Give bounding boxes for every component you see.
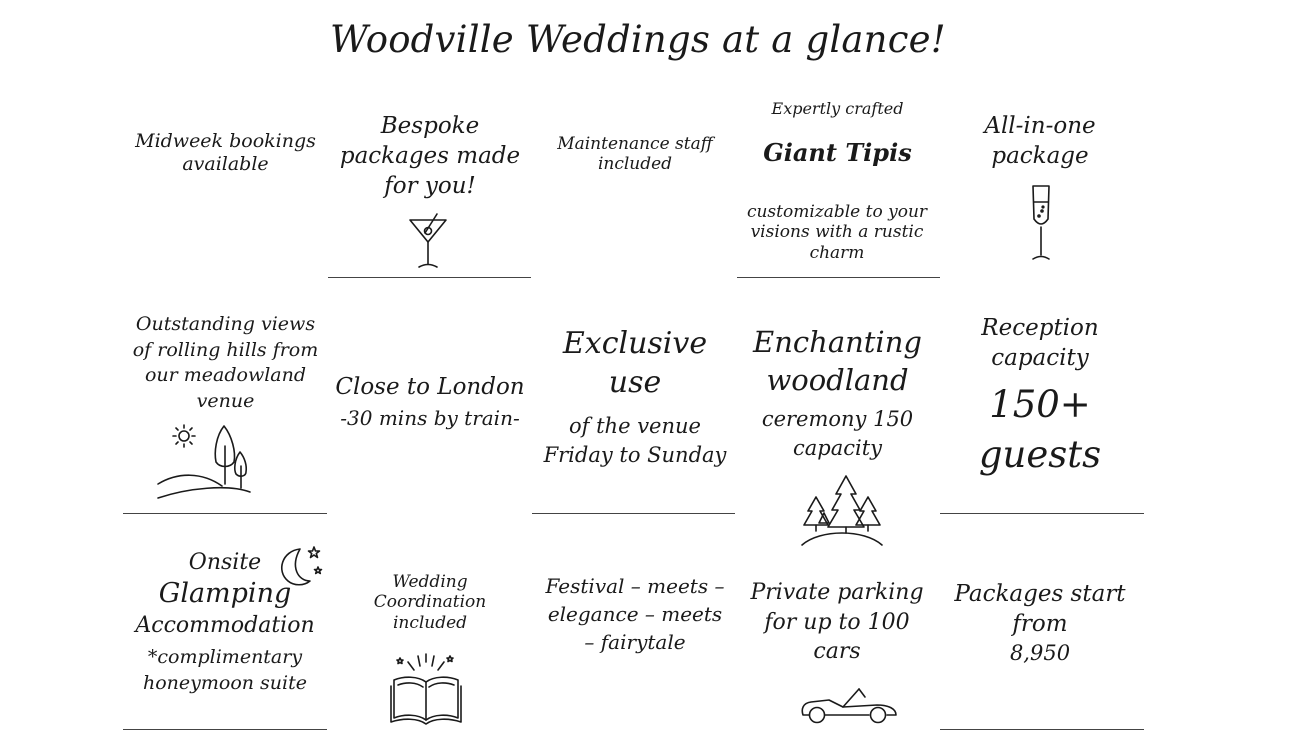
convertible-car-icon [801, 688, 897, 724]
divider [123, 513, 327, 514]
cell-midweek: Midweek bookings available [135, 130, 316, 175]
packages-top: Packages start from [954, 581, 1126, 637]
reception-big: 150+ guests [978, 383, 1102, 476]
divider [328, 277, 531, 278]
martini-glass-icon [409, 213, 447, 268]
tipis-main: Giant Tipis [763, 138, 912, 167]
moon-stars-icon [280, 546, 323, 586]
cell-parking: Private parking for up to 100 cars [750, 580, 924, 665]
glamping-l1: Onsite [188, 550, 262, 575]
tipis-top: Expertly crafted [771, 99, 904, 118]
london-sub: -30 mins by train- [340, 406, 520, 430]
pine-trees-icon [801, 475, 883, 546]
woodland-sub: ceremony 150 capacity [761, 407, 914, 461]
packages-price: 8,950 [1009, 641, 1071, 665]
cell-maintenance: Maintenance staff included [557, 134, 713, 175]
glamping-l2: Glamping [158, 578, 292, 609]
exclusive-sub: of the venue Friday to Sunday [543, 414, 727, 468]
cell-views: Outstanding views of rolling hills from … [132, 313, 319, 412]
divider [940, 729, 1144, 730]
champagne-flute-icon [1032, 185, 1050, 260]
cell-festival: Festival – meets – elegance – meets – fa… [545, 574, 725, 654]
woodland-main: Enchanting woodland [753, 325, 922, 397]
divider [737, 277, 940, 278]
divider [532, 513, 735, 514]
exclusive-main: Exclusive use [562, 326, 708, 400]
sun-hills-trees-icon [157, 424, 251, 499]
tipis-sub: customizable to your visions with a rust… [746, 202, 928, 263]
divider [123, 729, 327, 730]
london-main: Close to London [335, 374, 525, 400]
cell-bespoke: Bespoke packages made for you! [339, 113, 521, 199]
glamping-l4: *complimentary honeymoon suite [142, 646, 307, 694]
glamping-l3: Accommodation [135, 613, 315, 638]
open-book-icon [390, 653, 462, 725]
reception-top: Reception capacity [981, 315, 1099, 371]
divider [940, 513, 1144, 514]
cell-coordination: Wedding Coordination included [373, 572, 487, 633]
page-title: Woodville Weddings at a glance! [330, 18, 946, 61]
cell-allinone: All-in-one package [984, 113, 1096, 169]
